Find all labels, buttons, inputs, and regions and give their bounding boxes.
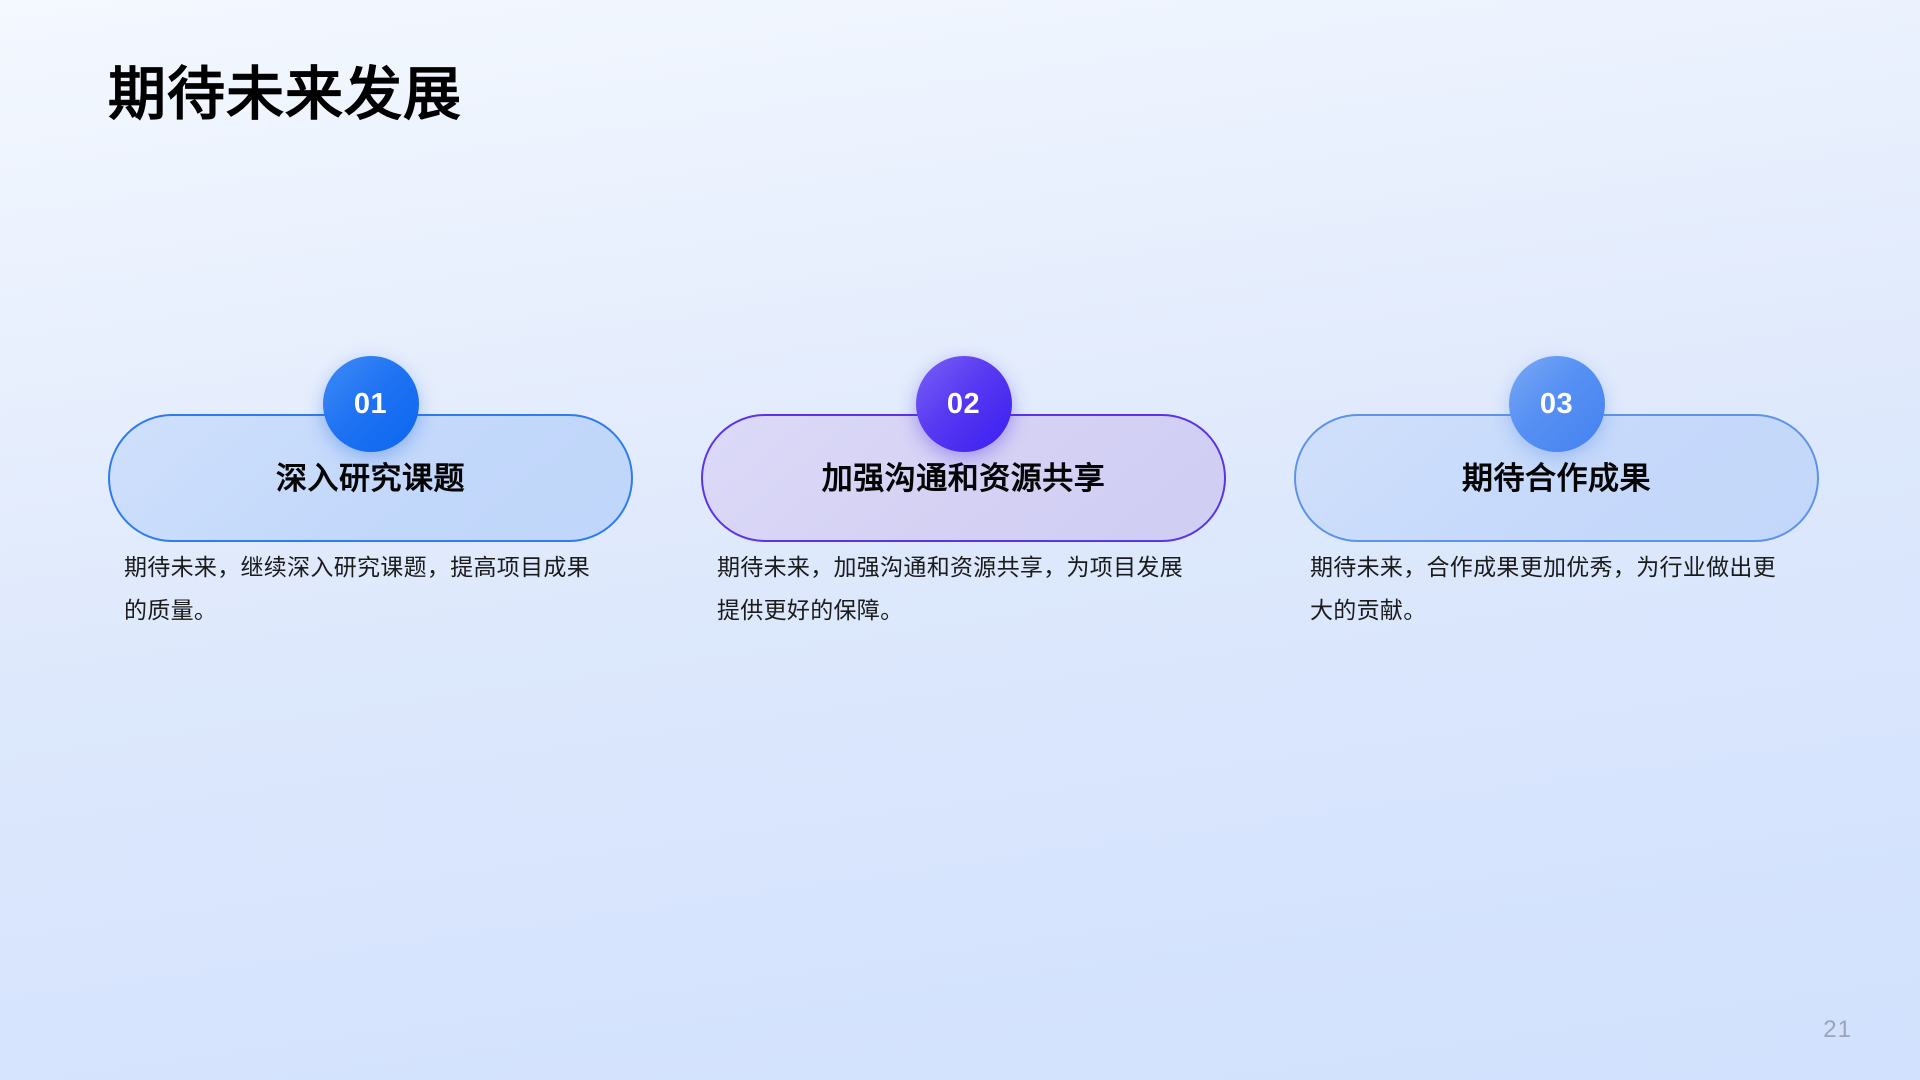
card-2-title: 加强沟通和资源共享: [821, 460, 1106, 496]
card-3[interactable]: 期待合作成果 03 期待未来，合作成果更加优秀，为行业做出更大的贡献。: [1294, 356, 1819, 654]
card-2-number-badge: 02: [915, 356, 1012, 452]
card-2[interactable]: 加强沟通和资源共享 02 期待未来，加强沟通和资源共享，为项目发展提供更好的保障…: [701, 356, 1226, 654]
card-1-number-badge: 01: [322, 356, 419, 452]
card-1-title: 深入研究课题: [276, 460, 465, 496]
card-2-number-label: 02: [946, 387, 981, 420]
card-3-header: 期待合作成果 03: [1294, 356, 1819, 542]
card-3-number-badge: 03: [1508, 356, 1605, 452]
card-3-body: 期待未来，合作成果更加优秀，为行业做出更大的贡献。: [1310, 554, 1776, 623]
page-title: 期待未来发展: [108, 62, 463, 127]
card-1-body: 期待未来，继续深入研究课题，提高项目成果的质量。: [124, 554, 590, 623]
card-3-number-label: 03: [1539, 387, 1574, 420]
card-2-body: 期待未来，加强沟通和资源共享，为项目发展提供更好的保障。: [717, 554, 1183, 623]
card-3-title: 期待合作成果: [1462, 460, 1651, 496]
card-2-header: 加强沟通和资源共享 02: [701, 356, 1226, 542]
card-1-header: 深入研究课题 01: [108, 356, 633, 542]
card-1-number-label: 01: [353, 387, 388, 420]
cards-row: 深入研究课题 01 期待未来，继续深入研究课题，提高项目成果的质量。 加强沟通和…: [108, 356, 1820, 654]
page-number: 21: [1823, 1016, 1852, 1043]
card-1[interactable]: 深入研究课题 01 期待未来，继续深入研究课题，提高项目成果的质量。: [108, 356, 633, 654]
